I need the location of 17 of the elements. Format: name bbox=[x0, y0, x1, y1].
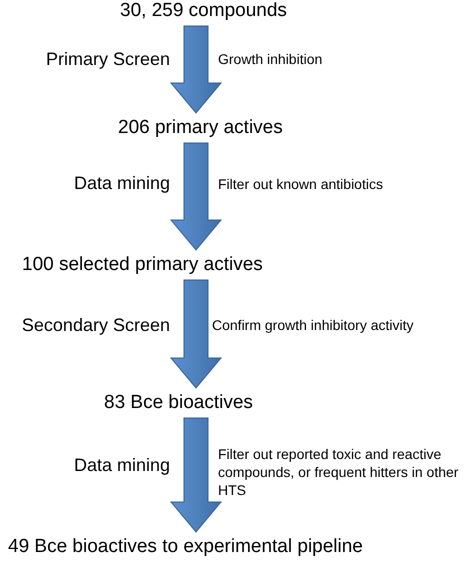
edge-label: Primary Screen bbox=[46, 48, 170, 70]
edge-label: Secondary Screen bbox=[22, 314, 170, 336]
stage-text: 83 Bce bioactives bbox=[104, 392, 253, 414]
step-note: Filter out reported toxic and reactive compounds, or frequent hitters in other HTS bbox=[218, 445, 460, 499]
edge-label: Data mining bbox=[74, 172, 170, 194]
step-note: Growth inhibition bbox=[218, 50, 324, 68]
step-note: Confirm growth inhibitory activity bbox=[212, 316, 415, 334]
block-arrow bbox=[170, 418, 222, 533]
stage-text: 206 primary actives bbox=[118, 117, 283, 139]
edge-label: Data mining bbox=[74, 454, 170, 476]
stage-text: 100 selected primary actives bbox=[22, 254, 263, 276]
step-note: Filter out known antibiotics bbox=[218, 175, 384, 193]
block-arrow bbox=[170, 280, 222, 389]
block-arrow bbox=[170, 26, 222, 114]
stage-text: 30, 259 compounds bbox=[120, 0, 287, 22]
stage-text: 49 Bce bioactives to experimental pipeline bbox=[8, 536, 363, 558]
block-arrow bbox=[170, 142, 222, 251]
